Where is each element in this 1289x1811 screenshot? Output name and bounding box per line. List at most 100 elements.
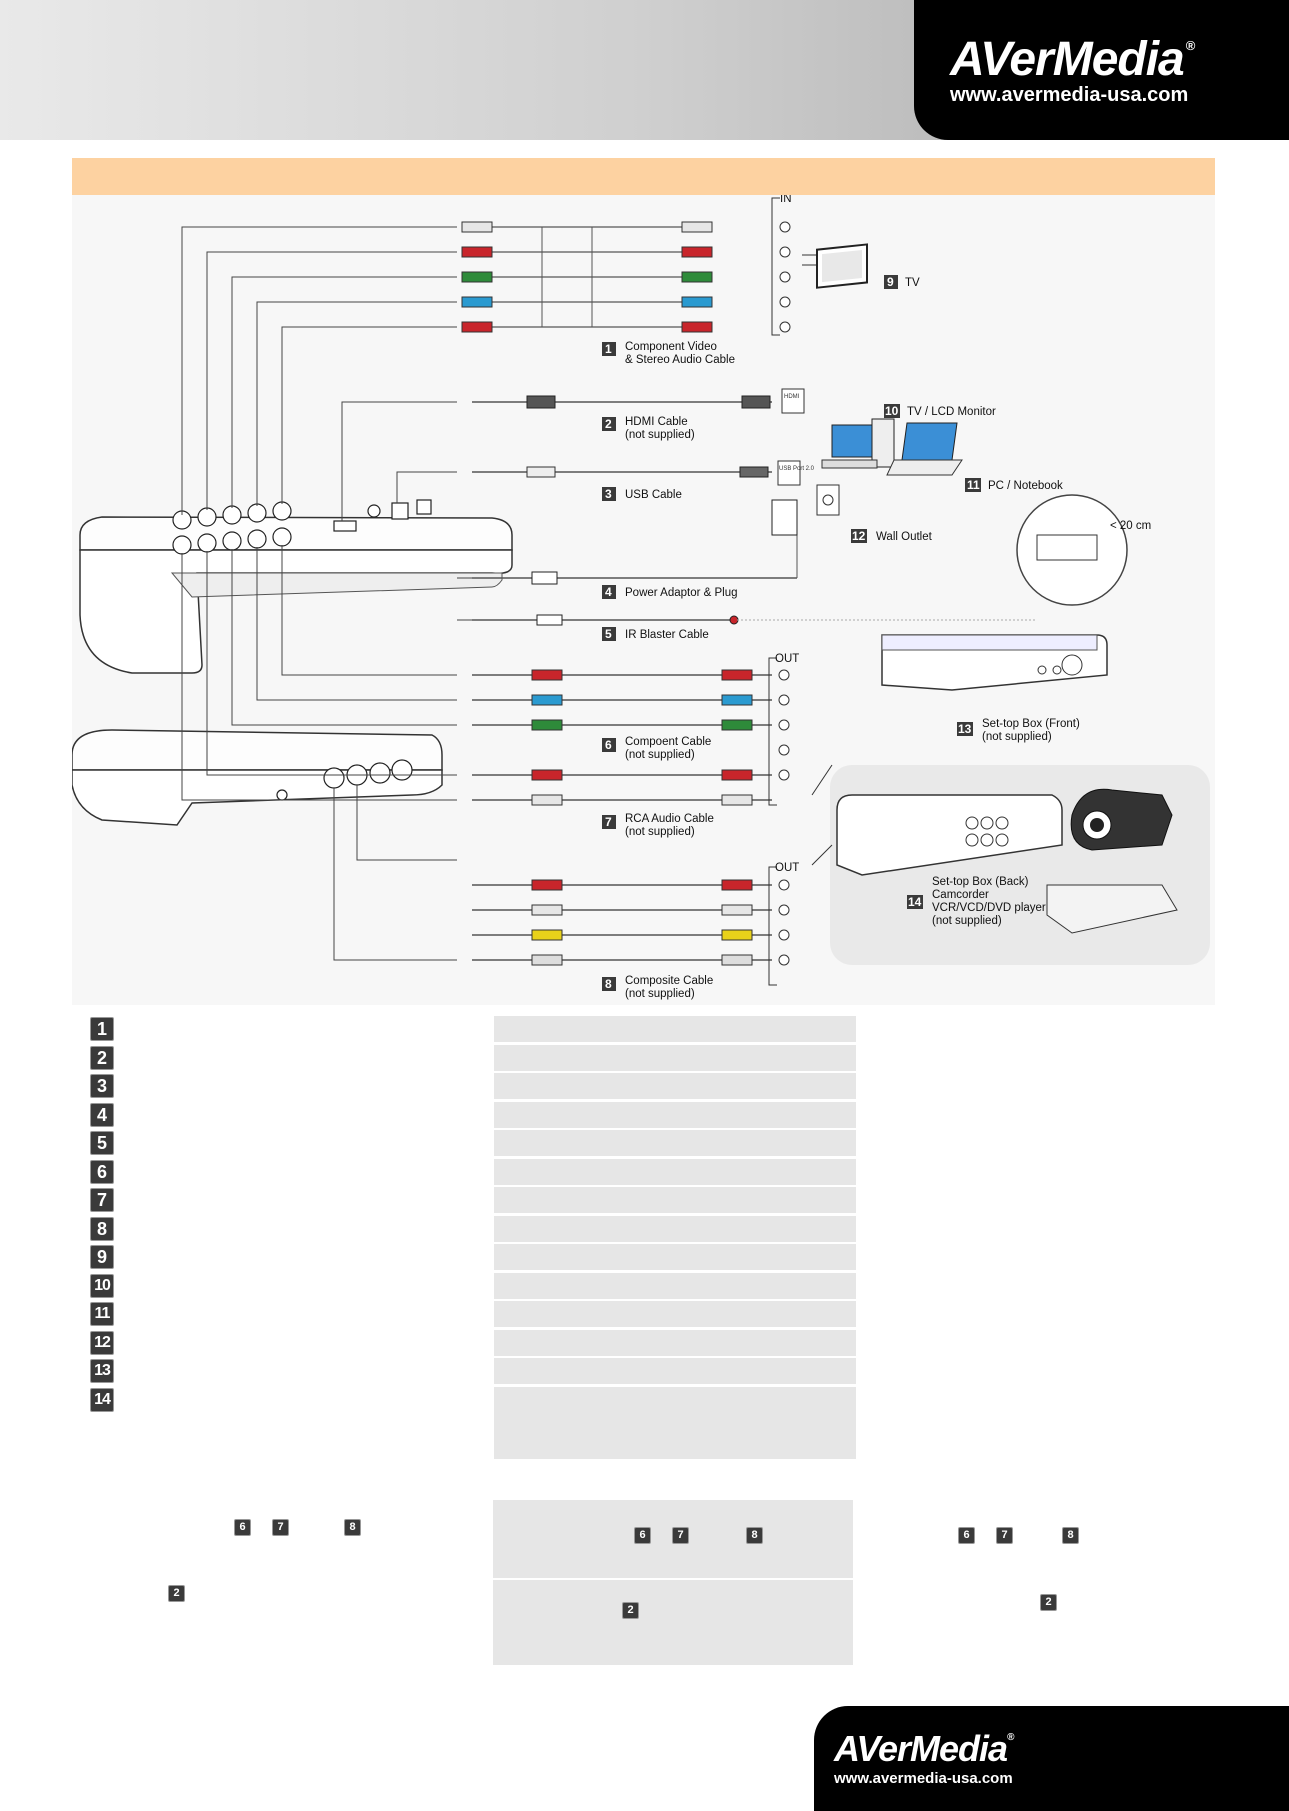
distance-label: < 20 cm bbox=[1110, 520, 1151, 532]
footer-brand-url: www.avermedia-usa.com bbox=[834, 1770, 1013, 1787]
connection-diagram: IN HDMI USB Port 2.0 bbox=[72, 195, 1215, 1005]
callout-8-line2: (not supplied) bbox=[625, 988, 695, 1000]
legend-num-12: 12 bbox=[90, 1331, 114, 1355]
legend-cell-1 bbox=[494, 1016, 856, 1042]
legend-cell-7 bbox=[494, 1187, 856, 1213]
pc-notebook-device bbox=[821, 418, 963, 476]
cable-4-power bbox=[472, 484, 840, 585]
device-label-10: 10 TV / LCD Monitor bbox=[884, 404, 996, 418]
footer-brand-logo: AVerMedia® bbox=[834, 1728, 1015, 1770]
device-11-label: PC / Notebook bbox=[988, 480, 1063, 492]
callout-5-line1: IR Blaster Cable bbox=[625, 629, 709, 641]
legend-cell-6 bbox=[494, 1159, 856, 1185]
note-center-ref-6: 6 bbox=[634, 1527, 651, 1544]
device-10-num: 10 bbox=[885, 404, 899, 418]
note-left-ref-6: 6 bbox=[234, 1519, 251, 1536]
hdmi-port-label: HDMI bbox=[784, 394, 800, 400]
header-brand-logo: AVerMedia® bbox=[950, 32, 1196, 87]
note-right-ref-8: 8 bbox=[1062, 1527, 1079, 1544]
page-header: AVerMedia® www.avermedia-usa.com bbox=[0, 0, 1289, 140]
legend-cell-2 bbox=[494, 1045, 856, 1071]
note-center-ref-2: 2 bbox=[622, 1602, 639, 1619]
callout-7-line2: (not supplied) bbox=[625, 826, 695, 838]
callout-3-line1: USB Cable bbox=[625, 489, 682, 501]
section-title-bar bbox=[72, 158, 1215, 195]
device-13-num: 13 bbox=[958, 722, 972, 736]
legend-num-10: 10 bbox=[90, 1274, 114, 1298]
legend-cell-4 bbox=[494, 1102, 856, 1128]
legend-cell-9 bbox=[494, 1244, 856, 1270]
usb-port-label: USB Port 2.0 bbox=[779, 466, 815, 472]
legend-cell-8 bbox=[494, 1216, 856, 1242]
cable-6-component bbox=[472, 669, 772, 731]
note-center-ref-8: 8 bbox=[746, 1527, 763, 1544]
header-logo-text: AVerMedia bbox=[950, 33, 1185, 86]
out-label-1: OUT bbox=[775, 653, 799, 665]
callout-6-line2: (not supplied) bbox=[625, 749, 695, 761]
legend-num-14: 14 bbox=[90, 1388, 114, 1412]
callout-7-num: 7 bbox=[605, 815, 612, 829]
footer-logo-text: AVerMedia bbox=[834, 1728, 1008, 1769]
callout-2-line1: HDMI Cable bbox=[625, 416, 688, 428]
legend-num-3: 3 bbox=[90, 1074, 114, 1098]
header-brand-box: AVerMedia® www.avermedia-usa.com bbox=[914, 0, 1289, 140]
cable-3-usb: USB Port 2.0 bbox=[472, 460, 815, 486]
out-port-panel-2: OUT bbox=[768, 862, 799, 986]
note-center-ref-7: 7 bbox=[672, 1527, 689, 1544]
device-bottom-box bbox=[72, 729, 443, 826]
legend-num-11: 11 bbox=[90, 1302, 114, 1326]
settop-box-front: < 20 cm bbox=[881, 494, 1151, 691]
callout-6-line1: Compoent Cable bbox=[625, 736, 711, 748]
device-14-line2: Camcorder bbox=[932, 889, 989, 901]
callout-4-num: 4 bbox=[605, 585, 612, 599]
device-10-label: TV / LCD Monitor bbox=[907, 406, 996, 418]
device-13-line1: Set-top Box (Front) bbox=[982, 718, 1080, 730]
legend-num-4: 4 bbox=[90, 1103, 114, 1127]
note-left-ref-7: 7 bbox=[272, 1519, 289, 1536]
legend-cell-14 bbox=[494, 1387, 856, 1459]
cable-1 bbox=[461, 221, 713, 333]
device-14-line4: (not supplied) bbox=[932, 915, 1002, 927]
legend-num-1: 1 bbox=[90, 1017, 114, 1041]
callout-2-num: 2 bbox=[605, 417, 612, 431]
callout-7: 7 RCA Audio Cable(not supplied) bbox=[602, 813, 714, 838]
cable-2-hdmi: HDMI bbox=[472, 388, 805, 414]
cable-5-ir bbox=[472, 614, 1037, 626]
legend-num-7: 7 bbox=[90, 1188, 114, 1212]
note-right-ref-7: 7 bbox=[996, 1527, 1013, 1544]
legend-cell-12 bbox=[494, 1330, 856, 1356]
legend-cell-3 bbox=[494, 1073, 856, 1099]
callout-6: 6 Compoent Cable(not supplied) bbox=[602, 736, 711, 761]
callout-1-num: 1 bbox=[605, 342, 612, 356]
legend-num-13: 13 bbox=[90, 1359, 114, 1383]
in-port-panel: IN bbox=[771, 195, 792, 336]
header-brand-url: www.avermedia-usa.com bbox=[950, 84, 1189, 106]
callout-7-line1: RCA Audio Cable bbox=[625, 813, 714, 825]
legend-cell-13 bbox=[494, 1358, 856, 1384]
device-14-line3: VCR/VCD/DVD player bbox=[932, 902, 1046, 914]
device-14-num: 14 bbox=[908, 895, 922, 909]
lcd-monitor-device bbox=[816, 243, 868, 289]
legend-cell-11 bbox=[494, 1301, 856, 1327]
callout-8-line1: Composite Cable bbox=[625, 975, 713, 987]
device-14-area bbox=[811, 764, 1210, 965]
out-port-panel-1: OUT bbox=[768, 653, 799, 806]
footer-registered-mark: ® bbox=[1007, 1732, 1014, 1743]
callout-1-line1: Component Video bbox=[625, 341, 717, 353]
callout-6-num: 6 bbox=[605, 738, 612, 752]
header-registered-mark: ® bbox=[1185, 38, 1196, 53]
legend-num-2: 2 bbox=[90, 1046, 114, 1070]
legend-cell-5 bbox=[494, 1130, 856, 1156]
footer-brand-box: AVerMedia® www.avermedia-usa.com bbox=[814, 1706, 1289, 1811]
